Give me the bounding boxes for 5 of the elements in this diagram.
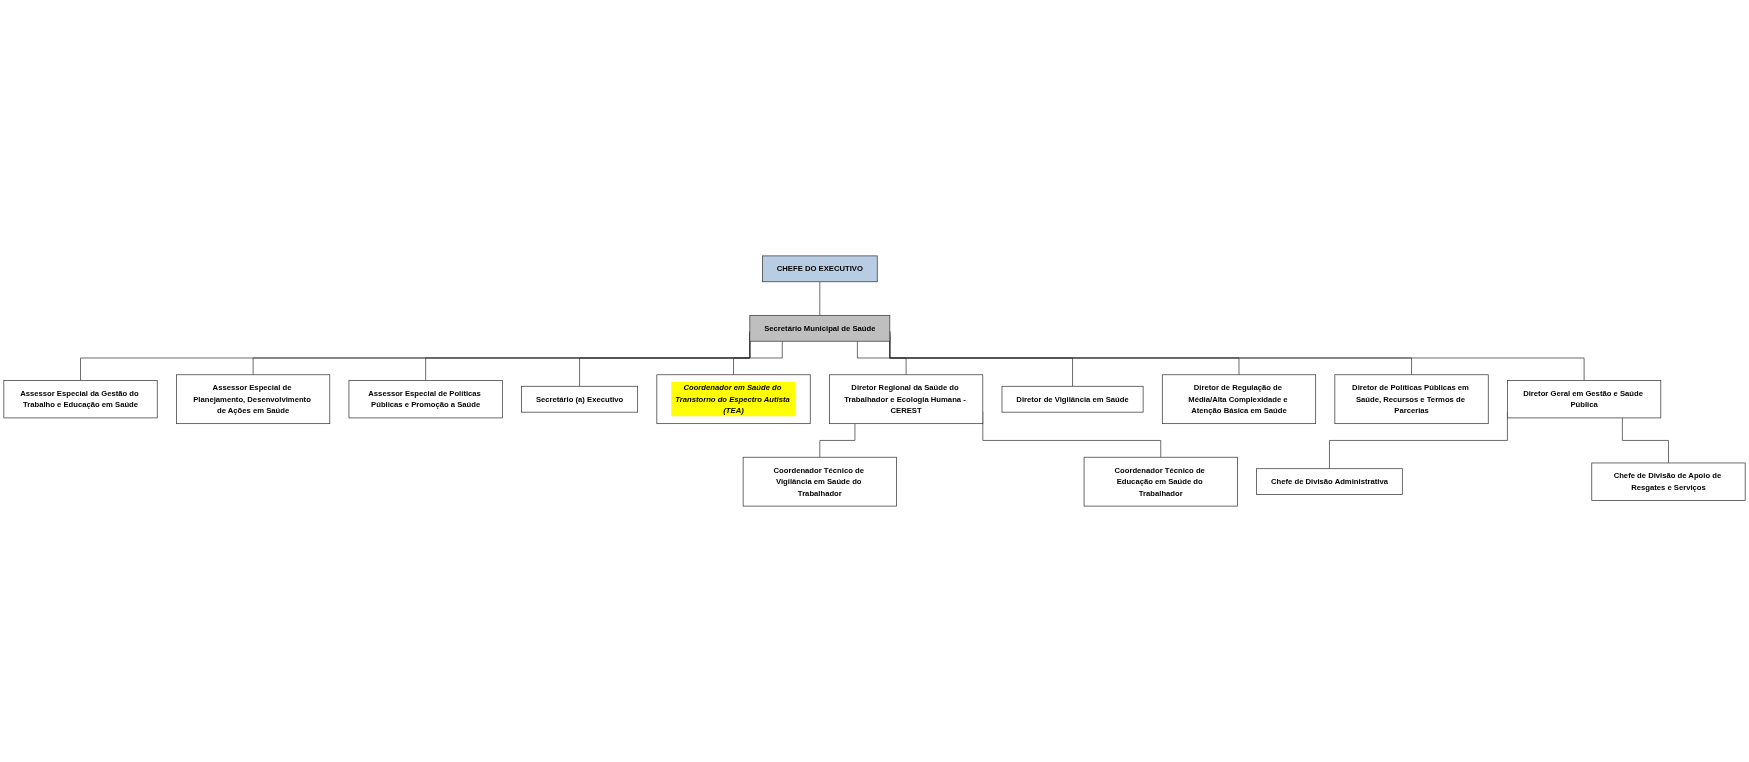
connector — [857, 340, 907, 376]
connector — [1622, 417, 1669, 464]
connector — [733, 340, 783, 376]
connector — [819, 281, 821, 316]
connector — [819, 423, 856, 458]
